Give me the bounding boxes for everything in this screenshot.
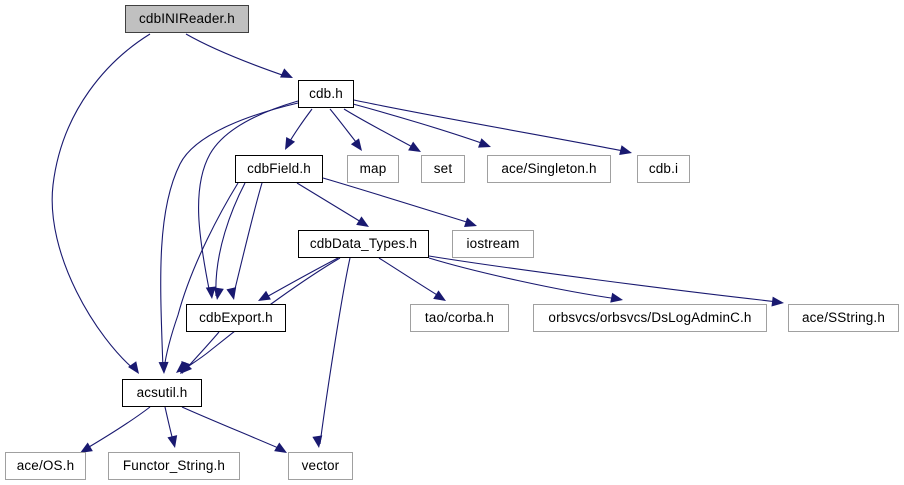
node-cdbDataTypes[interactable]: cdbData_Types.h — [298, 230, 429, 258]
node-cdbi[interactable]: cdb.i — [637, 155, 690, 183]
arrowhead — [464, 217, 477, 228]
arrowhead — [610, 292, 623, 303]
node-cdbField[interactable]: cdbField.h — [235, 155, 323, 183]
arrowhead — [167, 435, 178, 448]
arrowhead — [771, 296, 784, 307]
edge-cdbINIReader-to-cdb — [185, 33, 289, 78]
node-acsutil[interactable]: acsutil.h — [122, 379, 202, 407]
arrowhead — [408, 141, 421, 152]
edge-cdb-to-acsutil — [160, 102, 299, 370]
node-aceSingleton[interactable]: ace/Singleton.h — [487, 155, 611, 183]
edge-cdbDataTypes-to-vector — [319, 257, 351, 445]
edge-cdbField-to-iostream — [322, 177, 474, 225]
node-label: tao/corba.h — [424, 310, 495, 326]
edge-cdb-to-cdbExport — [198, 100, 299, 295]
arrowheads-group — [80, 68, 784, 453]
edge-acsutil-to-vector — [181, 406, 284, 451]
node-label: Functor_String.h — [122, 458, 226, 474]
arrowhead — [226, 287, 237, 300]
arrowhead — [80, 442, 93, 453]
arrowhead — [213, 287, 224, 300]
node-functorString[interactable]: Functor_String.h — [108, 452, 240, 480]
node-label: map — [359, 161, 387, 177]
node-label: cdbData_Types.h — [309, 236, 418, 252]
node-cdbExport[interactable]: cdbExport.h — [186, 304, 286, 332]
node-label: ace/SString.h — [802, 310, 885, 326]
arrowhead — [158, 361, 169, 374]
node-set[interactable]: set — [421, 155, 465, 183]
edge-cdbDataTypes-to-cdbExport — [262, 257, 339, 300]
node-label: set — [433, 161, 453, 177]
node-label: cdbField.h — [247, 161, 311, 177]
arrowhead — [128, 361, 139, 374]
edge-cdbField-to-cdbExport — [232, 182, 263, 298]
node-map[interactable]: map — [347, 155, 399, 183]
node-label: iostream — [466, 236, 520, 252]
arrowhead — [312, 435, 323, 448]
node-label: cdb.i — [648, 161, 679, 177]
edge-acsutil-to-aceOS — [83, 406, 151, 451]
edge-cdbINIReader-to-acsutil — [51, 33, 151, 372]
node-label: vector — [301, 458, 340, 474]
node-label: ace/Singleton.h — [501, 161, 597, 177]
arrowhead — [350, 138, 362, 151]
arrowhead — [180, 361, 193, 374]
node-cdbINIReader[interactable]: cdbINIReader.h — [125, 5, 249, 33]
node-label: ace/OS.h — [16, 458, 75, 474]
arrowhead — [478, 138, 491, 148]
node-taoCorba[interactable]: tao/corba.h — [410, 304, 509, 332]
node-label: cdbExport.h — [199, 310, 273, 326]
edge-cdbDataTypes-to-dsLogAdmin — [428, 257, 619, 300]
node-iostream[interactable]: iostream — [452, 230, 534, 258]
node-cdb[interactable]: cdb.h — [298, 80, 354, 108]
edge-cdbDataTypes-to-taoCorba — [378, 257, 443, 299]
node-label: acsutil.h — [136, 385, 188, 401]
node-dsLogAdmin[interactable]: orbsvcs/orbsvcs/DsLogAdminC.h — [533, 304, 767, 332]
edge-cdbDataTypes-to-aceSString — [428, 255, 780, 303]
arrowhead — [258, 290, 271, 301]
arrowhead — [433, 290, 446, 301]
edge-cdbField-to-acsutil — [163, 182, 239, 370]
arrowhead — [356, 216, 369, 227]
node-label: cdbINIReader.h — [139, 11, 235, 27]
arrowhead — [205, 286, 216, 299]
arrowhead — [176, 361, 189, 373]
node-vector[interactable]: vector — [288, 452, 353, 480]
arrowhead — [274, 442, 287, 453]
edge-cdbField-to-cdbDataTypes — [296, 182, 367, 226]
node-aceOS[interactable]: ace/OS.h — [5, 452, 86, 480]
node-aceSString[interactable]: ace/SString.h — [788, 304, 899, 332]
edge-cdb-to-aceSingleton — [352, 103, 488, 146]
arrowhead — [280, 68, 293, 78]
edge-cdbField-to-cdbExport — [215, 182, 246, 297]
edge-cdb-to-cdbi — [353, 99, 630, 153]
arrowhead — [285, 137, 296, 150]
edge-cdbDataTypes-to-acsutil — [179, 257, 341, 373]
node-label: cdb.h — [309, 86, 343, 102]
arrowhead — [619, 145, 632, 155]
node-label: orbsvcs/orbsvcs/DsLogAdminC.h — [548, 310, 752, 326]
